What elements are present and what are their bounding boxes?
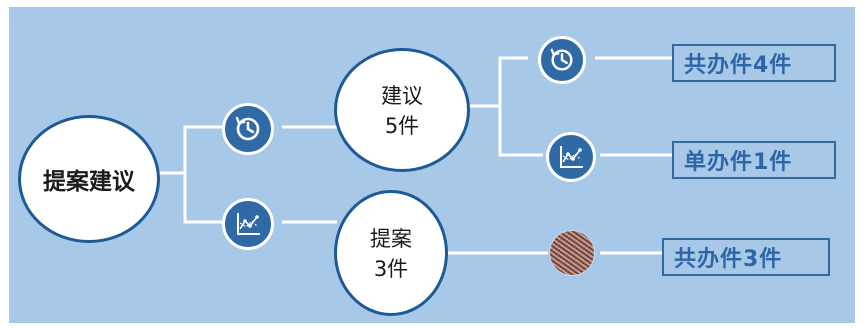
branch-node-proposal-text: 提案 3件 xyxy=(370,223,412,283)
branch-node-proposal[interactable]: 提案 3件 xyxy=(334,190,448,316)
line-chart-icon xyxy=(237,213,260,235)
leaf-1-clock-history-icon[interactable] xyxy=(538,36,586,84)
root-node[interactable]: 提案建议 xyxy=(18,115,160,243)
branch-node-suggestion[interactable]: 建议 5件 xyxy=(334,48,470,172)
clock-history-icon xyxy=(235,116,260,141)
branch-count: 3件 xyxy=(373,257,409,281)
connector-branch-1-lower xyxy=(498,106,543,157)
branch-title: 提案 xyxy=(370,227,412,251)
leaf-count-label: 共办件4件 xyxy=(684,53,793,78)
branch-title: 建议 xyxy=(381,84,423,108)
leaf-2-line-chart-icon[interactable] xyxy=(546,132,596,182)
connector-root-lower xyxy=(183,173,222,224)
leaf-count-label: 共办件3件 xyxy=(674,247,783,272)
branch-1-clock-history-icon[interactable] xyxy=(222,103,274,155)
line-chart-icon xyxy=(560,146,583,168)
branch-node-suggestion-text: 建议 5件 xyxy=(381,80,423,140)
leaf-count-label: 单办件1件 xyxy=(684,150,793,175)
leaf-count-box-1[interactable]: 共办件4件 xyxy=(672,44,836,82)
leaf-3-texture-image[interactable] xyxy=(550,231,594,275)
clock-history-icon xyxy=(550,48,573,71)
leaf-count-box-3[interactable]: 共办件3件 xyxy=(662,238,830,276)
branch-2-line-chart-icon[interactable] xyxy=(222,198,274,250)
connector-root xyxy=(155,125,222,175)
leaf-count-box-2[interactable]: 单办件1件 xyxy=(672,141,836,179)
connector-branch-1 xyxy=(470,56,528,108)
root-node-label: 提案建议 xyxy=(43,169,135,195)
branch-count: 5件 xyxy=(384,114,420,138)
